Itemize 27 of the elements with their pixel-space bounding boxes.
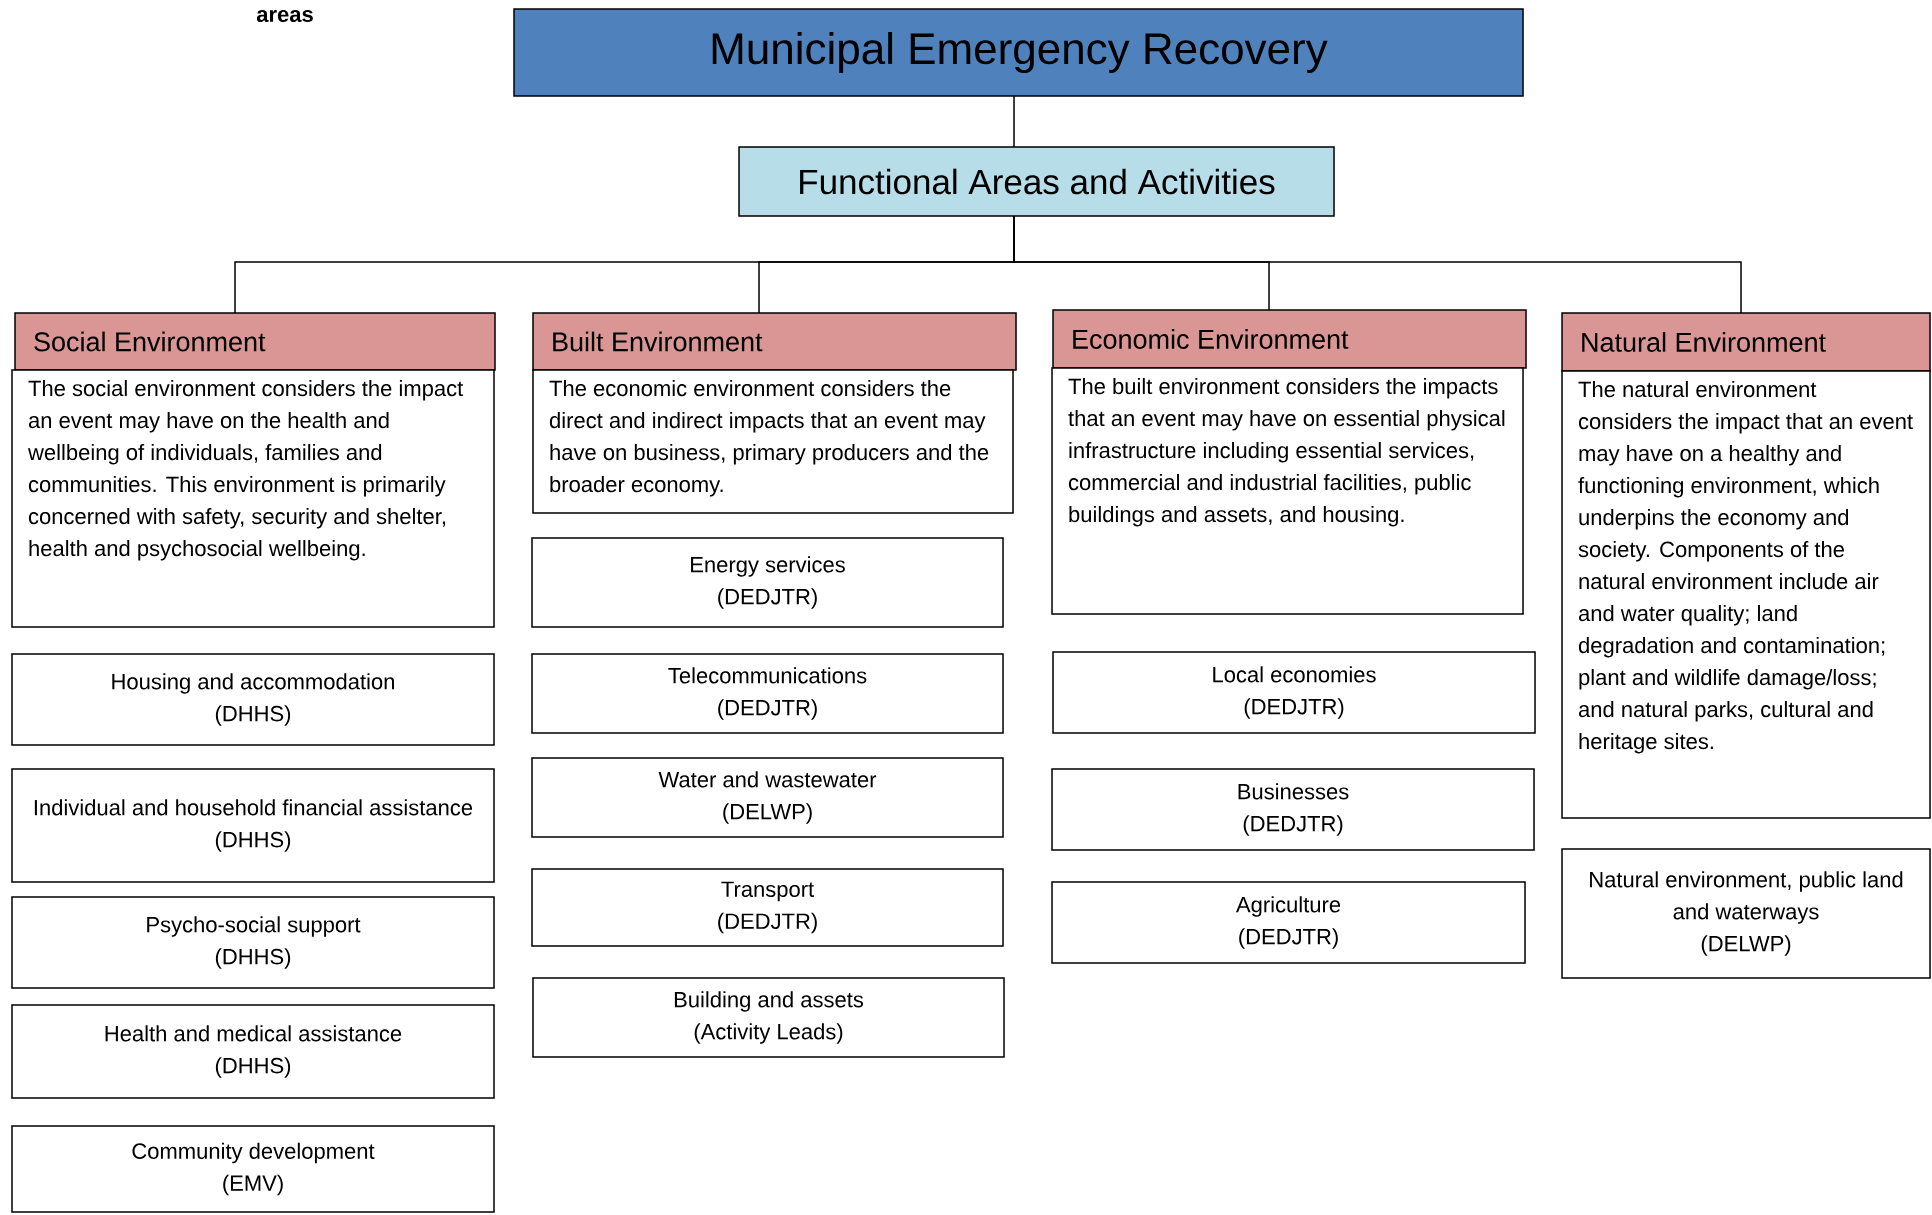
activity-box: Businesses (DEDJTR) <box>1051 768 1535 851</box>
activity-box: Agriculture (DEDJTR) <box>1051 881 1526 964</box>
corner-note: areas <box>256 9 313 23</box>
section-header: Economic Environment <box>1052 309 1527 369</box>
subtitle-box: Functional Areas and Activities <box>738 146 1335 217</box>
activity-box: Local economies (DEDJTR) <box>1052 651 1536 734</box>
activity-box: Energy services (DEDJTR) <box>531 537 1004 628</box>
connector-line <box>1013 95 1015 148</box>
activity-box: Community development (EMV) <box>11 1125 495 1213</box>
section-header: Social Environment <box>14 312 496 371</box>
activity-box: Psycho-social support (DHHS) <box>11 896 495 989</box>
activity-box: Building and assets (Activity Leads) <box>532 977 1005 1058</box>
activity-box: Health and medical assistance (DHHS) <box>11 1004 495 1099</box>
section-header: Natural Environment <box>1561 312 1931 372</box>
section-header: Built Environment <box>532 312 1017 371</box>
title-box: Municipal Emergency Recovery <box>513 8 1524 97</box>
activity-box: Natural environment, public land and waterways (DELWP) <box>1561 848 1931 979</box>
activity-box: Housing and accommodation (DHHS) <box>11 653 495 746</box>
activity-box: Telecommunications (DEDJTR) <box>531 653 1004 734</box>
activity-box: Transport (DEDJTR) <box>531 868 1004 947</box>
description-box: The social environment considers the impact an event may have on the health and wellbeing of individuals, families and communities. This environment is primarily concerned with safety, security and shelter, health and psychosocial wellbeing. <box>11 369 495 628</box>
activity-box: Water and wastewater (DELWP) <box>531 757 1004 838</box>
description-box: The built environment considers the impacts that an event may have on essential physical infrastructure including essential services, commercial and industrial facilities, public buildings and assets, and housing. <box>1051 367 1524 615</box>
activity-box: Individual and household financial assistance (DHHS) <box>11 768 495 883</box>
description-box: The natural environment considers the impact that an event may have on a healthy and functioning environment, which underpins the economy and society. Components of the natural environment include air and water quality; land degradation and contamination; plant and wildlife damage/loss; and natural parks, cultural and heritage sites. <box>1561 370 1931 819</box>
description-box: The economic environment considers the direct and indirect impacts that an event may have on business, primary producers and the broader economy. <box>532 369 1014 514</box>
connector-line <box>1013 215 1742 314</box>
